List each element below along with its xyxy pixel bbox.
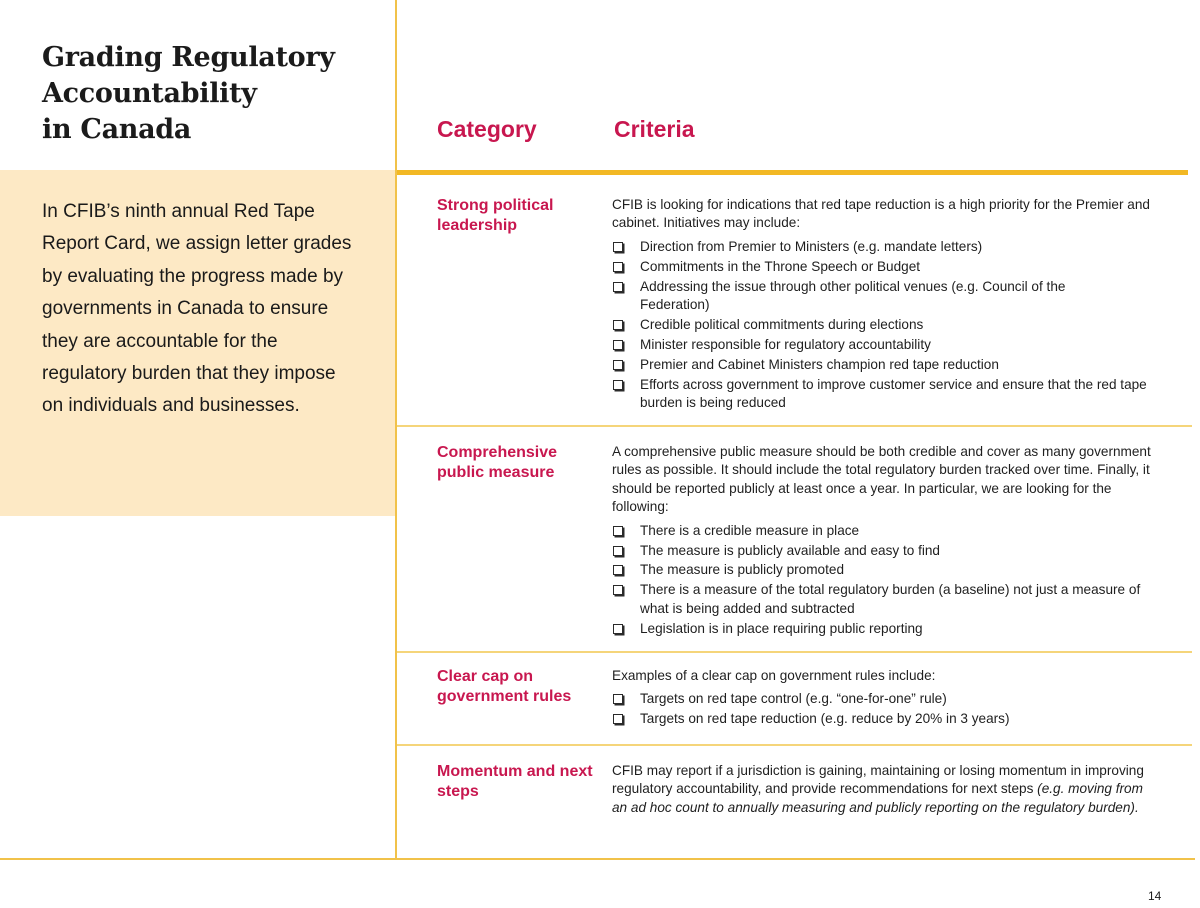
category-label: Momentum and next steps [437,763,593,800]
checkbox-bullet-icon [613,359,624,371]
list-item: Commitments in the Throne Speech or Budg… [612,258,1157,276]
header-rule [397,170,1188,175]
checkbox-bullet-icon [613,545,624,557]
row-divider [397,651,1192,653]
list-item: Minister responsible for regulatory acco… [612,336,1157,354]
list-item: Targets on red tape control (e.g. “one-f… [612,690,1157,708]
list-item: Premier and Cabinet Ministers champion r… [612,356,1157,374]
criteria-list: There is a credible measure in place The… [612,522,1157,638]
criteria-paragraph: CFIB is looking for indications that red… [612,197,1150,231]
row-divider [397,744,1192,746]
list-item: Legislation is in place requiring public… [612,620,1157,638]
vertical-divider [395,0,397,860]
checkbox-bullet-icon [613,241,624,253]
checkbox-bullet-icon [613,281,624,293]
checkbox-bullet-icon [613,379,624,391]
checkbox-bullet-icon [613,585,624,596]
criteria-list: Direction from Premier to Ministers (e.g… [612,238,1157,413]
checkbox-bullet-icon [613,714,624,725]
checkbox-bullet-icon [613,525,624,537]
checkbox-bullet-icon [613,694,624,705]
criteria-cell: CFIB may report if a jurisdiction is gai… [612,762,1157,817]
list-item: Addressing the issue through other polit… [612,278,1157,315]
list-item: There is a credible measure in place [612,522,1157,540]
intro-panel [0,170,395,516]
criteria-header: Criteria [614,116,695,142]
list-item: Direction from Premier to Ministers (e.g… [612,238,1157,256]
list-item: The measure is publicly available and ea… [612,542,1157,560]
row-divider [397,425,1192,427]
category-label: Clear cap on government rules [437,668,572,705]
criteria-cell: Examples of a clear cap on government ru… [612,667,1157,730]
criteria-paragraph: CFIB may report if a jurisdiction is gai… [612,763,1144,815]
criteria-cell: A comprehensive public measure should be… [612,443,1157,640]
checkbox-bullet-icon [613,319,624,331]
category-label: Strong political leadership [437,197,554,234]
bottom-rule [0,858,1195,860]
intro-text: In CFIB’s ninth annual Red Tape Report C… [42,201,352,417]
list-item: Credible political commitments during el… [612,316,1157,334]
list-item: Targets on red tape reduction (e.g. redu… [612,710,1157,728]
criteria-cell: CFIB is looking for indications that red… [612,196,1157,414]
criteria-list: Targets on red tape control (e.g. “one-f… [612,690,1157,728]
page-number: 14 [1148,889,1162,903]
category-header: Category [437,116,537,142]
checkbox-bullet-icon [613,261,624,273]
criteria-paragraph: A comprehensive public measure should be… [612,444,1151,515]
page-title: Grading Regulatory Accountability in Can… [42,42,335,145]
checkbox-bullet-icon [613,339,624,351]
criteria-paragraph: Examples of a clear cap on government ru… [612,668,936,683]
criteria-italic-note: (e.g. moving from an ad hoc count to ann… [612,781,1143,815]
list-item: There is a measure of the total regulato… [612,581,1157,618]
list-item: The measure is publicly promoted [612,561,1157,579]
checkbox-bullet-icon [613,565,624,576]
category-label: Comprehensive public measure [437,444,558,481]
list-item: Efforts across government to improve cus… [612,376,1157,413]
checkbox-bullet-icon [613,623,624,635]
